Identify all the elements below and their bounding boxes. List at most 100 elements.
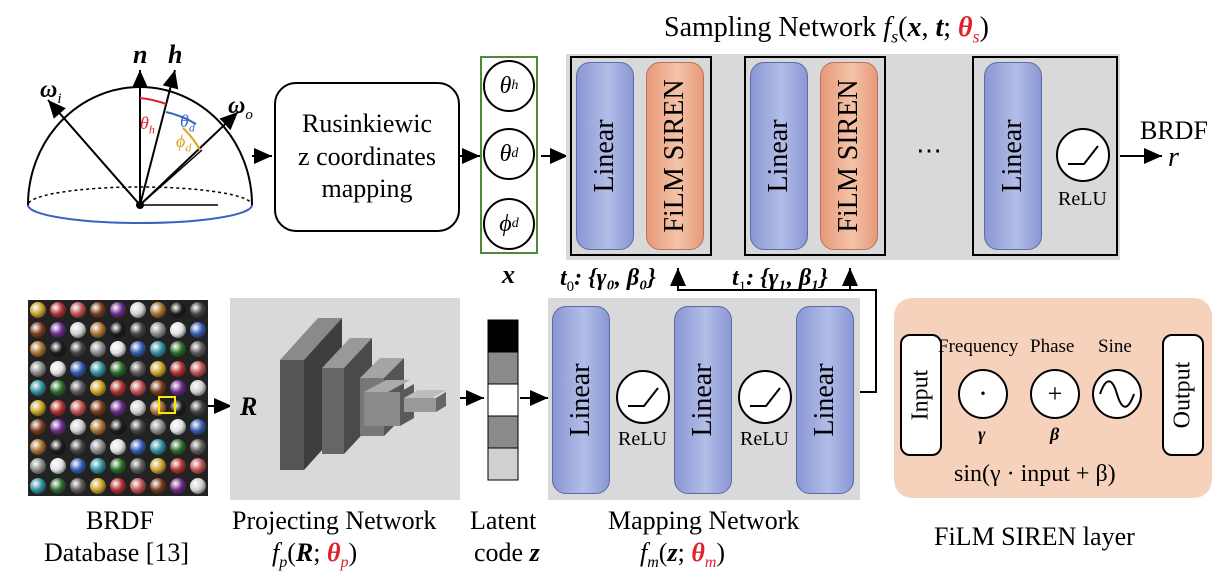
sampling-film-siren-1: FiLM SIREN: [820, 62, 878, 250]
material-ball: [30, 419, 46, 435]
material-ball: [150, 438, 166, 455]
sampling-linear-final: Linear: [984, 62, 1042, 250]
material-ball: [190, 438, 206, 455]
material-ball: [150, 477, 166, 494]
material-ball: [190, 458, 206, 474]
rusinkiewicz-line-2: z coordinates: [298, 141, 436, 171]
material-ball: [70, 399, 86, 416]
sampling-film-siren-0: FiLM SIREN: [646, 62, 704, 250]
material-ball: [130, 341, 146, 357]
sampling-relu-label: ReLU: [1058, 188, 1107, 210]
gamma-label: γ: [978, 424, 986, 444]
material-ball: [190, 341, 206, 357]
n-label: n: [133, 40, 148, 69]
material-ball: [190, 399, 206, 416]
sampling-ellipsis: ⋯: [916, 136, 942, 165]
theta-d-angle-label: θd: [180, 111, 195, 135]
material-ball: [50, 458, 66, 474]
material-ball: [150, 341, 166, 357]
material-ball: [30, 360, 46, 377]
output-brdf-label: BRDF: [1140, 116, 1208, 145]
mapping-relu-icon-1: [738, 370, 792, 424]
hemisphere-diagram: [27, 69, 253, 224]
material-ball: [130, 302, 146, 318]
film-siren-layer-caption: FiLM SIREN layer: [934, 522, 1135, 551]
phase-label: Phase: [1030, 336, 1075, 357]
mapping-linear-2: Linear: [796, 306, 854, 494]
material-ball: [90, 360, 106, 377]
material-ball: [190, 360, 206, 377]
material-ball: [190, 321, 206, 338]
theta-h-angle-label: θh: [140, 113, 155, 137]
material-ball: [170, 341, 186, 357]
beta-label: β: [1050, 424, 1060, 444]
material-ball: [30, 458, 46, 474]
material-ball: [110, 399, 126, 416]
material-ball: [190, 419, 206, 435]
sampling-block-0: [570, 56, 712, 256]
omega-o-vector: [139, 111, 239, 206]
mapping-relu-label-0: ReLU: [618, 428, 667, 450]
material-ball: [110, 458, 126, 474]
film-formula: sin(γ · input + β): [954, 461, 1116, 487]
material-ball: [50, 380, 66, 396]
material-ball: [70, 302, 86, 318]
film-input-box: Input: [900, 334, 942, 456]
material-ball: [30, 302, 46, 318]
latent-code-label-line-2: code z: [474, 538, 540, 567]
material-ball: [50, 321, 66, 338]
material-ball: [130, 458, 146, 474]
material-ball: [170, 438, 186, 455]
mapping-linear-0: Linear: [552, 306, 610, 494]
material-ball: [110, 380, 126, 396]
material-ball: [90, 302, 106, 318]
sampling-linear-1: Linear: [750, 62, 808, 250]
material-ball: [50, 419, 66, 435]
material-ball: [130, 380, 146, 396]
material-ball: [150, 360, 166, 377]
material-ball: [70, 321, 86, 338]
material-ball: [130, 419, 146, 435]
mapping-network-title: Mapping Network: [608, 506, 800, 535]
omega-i-label: ωi: [40, 77, 62, 107]
material-ball: [130, 477, 146, 494]
material-ball: [110, 360, 126, 377]
material-ball: [90, 399, 106, 416]
material-ball: [90, 341, 106, 357]
material-ball: [50, 341, 66, 357]
material-ball: [130, 438, 146, 455]
multiply-operator: ·: [958, 369, 1008, 419]
material-ball: [90, 419, 106, 435]
material-ball: [90, 321, 106, 338]
sampling-block-1: [744, 56, 886, 256]
material-ball: [130, 399, 146, 416]
h-label: h: [168, 40, 183, 69]
material-ball: [170, 458, 186, 474]
brdf-r-label: R: [240, 392, 258, 421]
material-ball: [150, 302, 166, 318]
mapping-relu-icon-0: [616, 370, 670, 424]
material-ball: [110, 477, 126, 494]
rusinkiewicz-mapping-box: Rusinkiewic z coordinates mapping: [274, 82, 460, 232]
material-ball: [110, 341, 126, 357]
sine-label: Sine: [1098, 336, 1132, 357]
material-ball: [90, 477, 106, 494]
database-highlight-box: [158, 396, 176, 414]
rusinkiewicz-line-1: Rusinkiewic: [302, 109, 432, 139]
material-ball: [50, 360, 66, 377]
add-operator: +: [1030, 369, 1080, 419]
material-ball: [70, 360, 86, 377]
phi-d-angle-label: ϕd: [176, 131, 192, 155]
material-ball: [50, 302, 66, 318]
brdf-database-label-line-2: Database [13]: [44, 538, 190, 567]
material-ball: [70, 477, 86, 494]
material-ball: [130, 360, 146, 377]
material-ball: [170, 419, 186, 435]
material-ball: [70, 458, 86, 474]
output-r-symbol: r: [1168, 142, 1179, 173]
material-ball: [70, 380, 86, 396]
material-ball: [90, 380, 106, 396]
omega-i-vector: [47, 99, 141, 206]
material-ball: [70, 419, 86, 435]
